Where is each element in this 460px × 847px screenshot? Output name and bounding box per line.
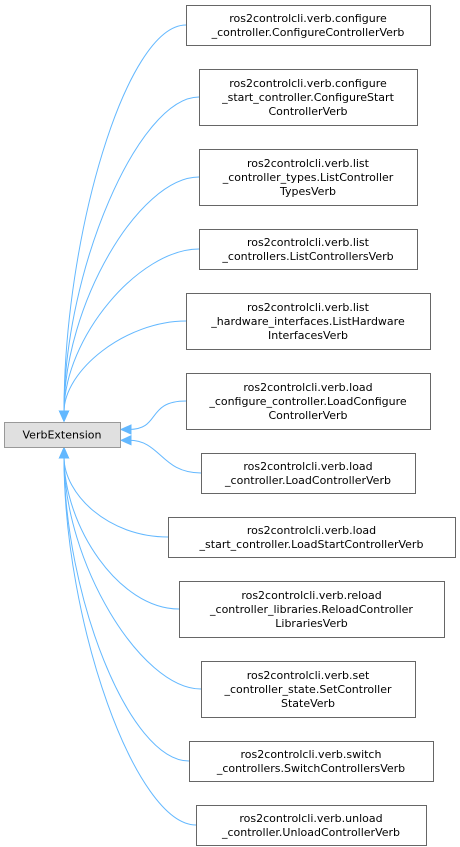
arrowhead-4 [58,410,70,423]
class-controllerverb-label-line: ControllerVerb [268,105,347,118]
class-interfacesverb-node[interactable]: ros2controlcli.verb.list_hardware_interf… [186,293,431,350]
class-controller-configurecontrollerverb-box [186,5,431,46]
class-controllers-listcontrollersverb-label-line: ros2controlcli.verb.list [247,236,370,249]
class-controller-unloadcontrollerverb-node[interactable]: ros2controlcli.verb.unload_controller.Un… [196,805,427,846]
class-start-controller-loadstartcontrollerverb-label-line: ros2controlcli.verb.load [247,524,376,537]
class-controller-unloadcontrollerverb-box [196,805,427,846]
class-controllers-switchcontrollersverb-label-line: _controllers.SwitchControllersVerb [216,762,405,775]
class-typesverb-label-line: ros2controlcli.verb.list [247,157,370,170]
class-librariesverb-box [179,581,445,638]
class-controllers-listcontrollersverb-node[interactable]: ros2controlcli.verb.list_controllers.Lis… [199,229,418,270]
class-interfacesverb-label-line: _hardware_interfaces.ListHardware [210,315,405,328]
class-controllers-switchcontrollersverb-node[interactable]: ros2controlcli.verb.switch_controllers.S… [189,741,434,782]
class-controller-unloadcontrollerverb-label-line: _controller.UnloadControllerVerb [221,826,400,839]
class-start-controller-loadstartcontrollerverb-box [168,517,456,558]
inheritance-edge-6 [128,439,202,474]
class-controllerverb-box [186,373,431,430]
class-librariesverb-node[interactable]: ros2controlcli.verb.reload_controller_li… [179,581,445,638]
class-controller-configurecontrollerverb-label-line: ros2controlcli.verb.configure [229,12,387,25]
class-stateverb-label-line: _controller_state.SetController [223,683,391,696]
arrowhead-11 [58,446,70,459]
class-controllers-listcontrollersverb-box [199,229,418,270]
inheritance-edge-11 [63,456,197,826]
class-controller-loadcontrollerverb-label-line: _controller.LoadControllerVerb [224,474,391,487]
class-start-controller-loadstartcontrollerverb-label-line: _start_controller.LoadStartControllerVer… [199,538,424,551]
inheritance-edge-7 [63,456,169,538]
class-controller-loadcontrollerverb-label-line: ros2controlcli.verb.load [243,460,372,473]
class-controllers-switchcontrollersverb-box [189,741,434,782]
class-librariesverb-label-line: _controller_libraries.ReloadController [209,603,413,616]
inheritance-edge-1 [63,96,200,413]
inheritance-edge-4 [63,320,187,413]
class-controllerverb-node[interactable]: ros2controlcli.verb.load_configure_contr… [186,373,431,430]
class-controllerverb-label-line: ros2controlcli.verb.load [243,381,372,394]
class-controller-unloadcontrollerverb-label-line: ros2controlcli.verb.unload [239,812,382,825]
class-controller-configurecontrollerverb-node[interactable]: ros2controlcli.verb.configure_controller… [186,5,431,46]
class-interfacesverb-label-line: ros2controlcli.verb.list [247,301,370,314]
base-class-verbextension-box [4,422,121,448]
inheritance-edge-2 [63,176,200,413]
inheritance-edges [58,24,202,826]
inheritance-edge-5 [128,400,187,430]
class-stateverb-label-line: StateVerb [281,697,335,710]
class-controllerverb-label-line: _configure_controller.LoadConfigure [208,395,407,408]
class-controller-loadcontrollerverb-box [201,453,416,494]
class-typesverb-node[interactable]: ros2controlcli.verb.list_controller_type… [199,149,418,206]
base-class-verbextension-label-line: VerbExtension [23,429,102,442]
class-stateverb-node[interactable]: ros2controlcli.verb.set_controller_state… [201,661,416,718]
class-librariesverb-label-line: ros2controlcli.verb.reload [241,589,381,602]
class-controllers-switchcontrollersverb-label-line: ros2controlcli.verb.switch [241,748,382,761]
class-typesverb-label-line: TypesVerb [279,185,336,198]
inheritance-edge-10 [63,456,190,762]
class-typesverb-box [199,149,418,206]
class-controllers-listcontrollersverb-label-line: _controllers.ListControllersVerb [221,250,393,263]
class-nodes: VerbExtension ros2controlcli.verb.configu… [4,5,456,846]
inheritance-edge-9 [63,456,202,690]
class-controllerverb-label-line: ros2controlcli.verb.configure [229,77,387,90]
class-controllerverb-label-line: _start_controller.ConfigureStart [221,91,394,104]
class-stateverb-label-line: ros2controlcli.verb.set [247,669,370,682]
inheritance-edge-0 [63,24,187,413]
class-controller-loadcontrollerverb-node[interactable]: ros2controlcli.verb.load_controller.Load… [201,453,416,494]
inheritance-edge-3 [63,248,200,413]
inheritance-edge-8 [63,456,180,610]
class-controllerverb-label-line: ControllerVerb [268,409,347,422]
class-interfacesverb-box [186,293,431,350]
class-librariesverb-label-line: LibrariesVerb [275,617,347,630]
class-controllerverb-node[interactable]: ros2controlcli.verb.configure_start_cont… [199,69,418,126]
class-controllerverb-box [199,69,418,126]
base-class-verbextension-node[interactable]: VerbExtension [4,422,121,448]
class-controller-configurecontrollerverb-label-line: _controller.ConfigureControllerVerb [211,26,405,39]
class-interfacesverb-label-line: InterfacesVerb [268,329,348,342]
arrowhead-5 [119,424,132,435]
class-stateverb-box [201,661,416,718]
class-typesverb-label-line: _controller_types.ListController [222,171,394,184]
arrowhead-6 [119,435,132,446]
class-start-controller-loadstartcontrollerverb-node[interactable]: ros2controlcli.verb.load_start_controlle… [168,517,456,558]
